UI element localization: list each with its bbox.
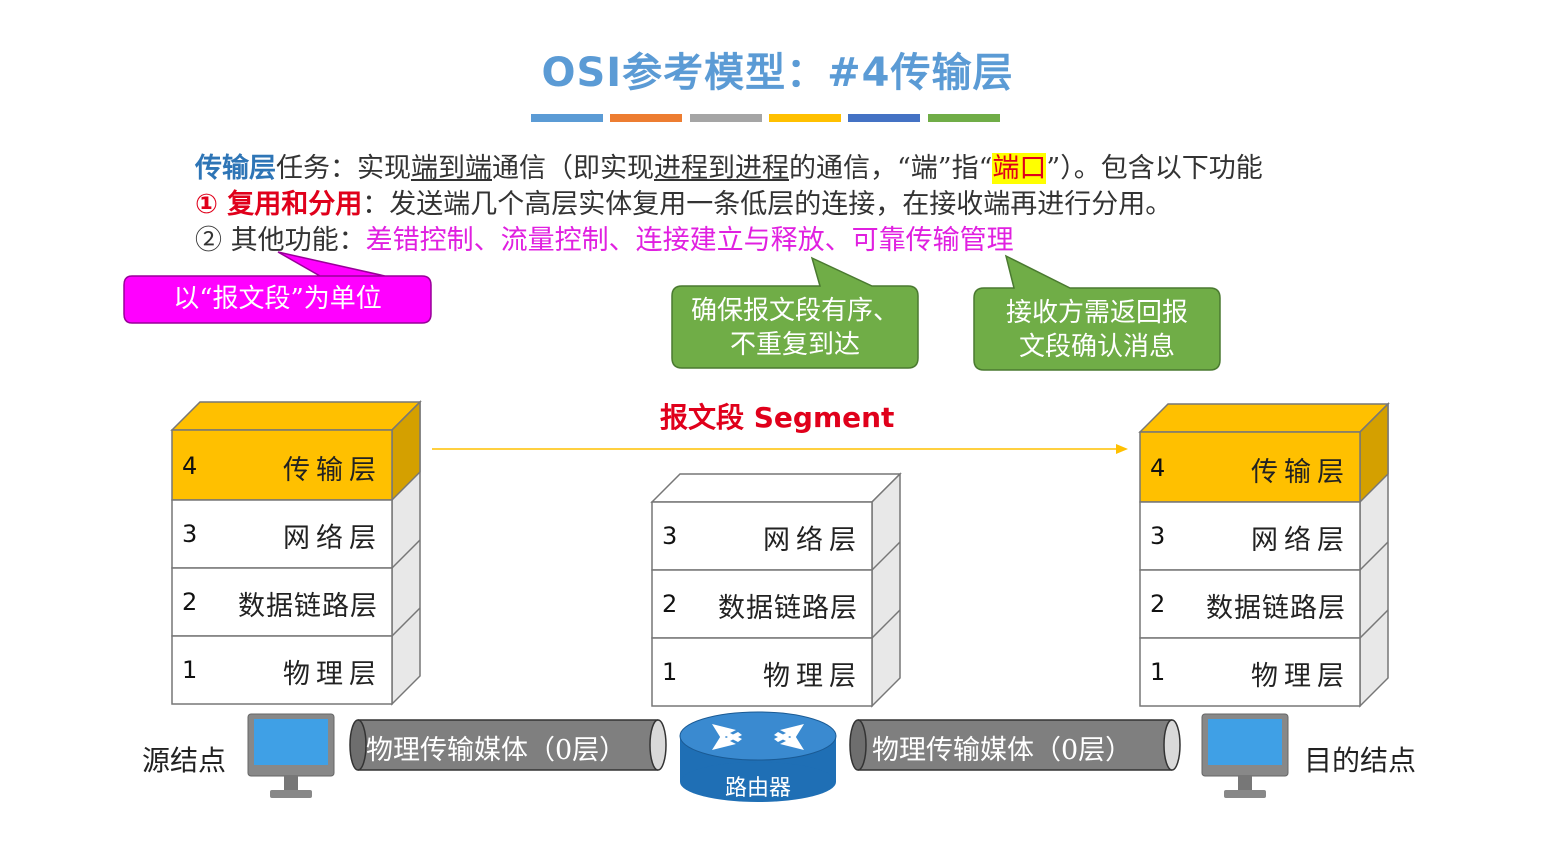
page-title: OSI参考模型：#4传输层 <box>541 50 1014 96</box>
item2-label: ② 其他功能： <box>195 225 366 256</box>
source-layer4-num: 4 <box>182 452 198 480</box>
dest-layer4-name: 传输层 <box>1251 457 1350 488</box>
right-media-label: 物理传输媒体（0层） <box>872 735 1133 766</box>
color-bar-orange <box>610 114 682 122</box>
router-layer1-name: 物理层 <box>763 661 862 692</box>
dest-layer3-num: 3 <box>1150 522 1166 550</box>
source-layer3-num: 3 <box>182 520 198 548</box>
callout-segment-unit <box>123 251 432 324</box>
color-bar-blue <box>531 114 603 122</box>
intro-text-1: 任务：实现 <box>276 153 411 184</box>
intro-process-to-process: 进程到进程 <box>654 153 789 184</box>
color-bar-darkblue <box>848 114 920 122</box>
source-layer1-name: 物理层 <box>283 659 382 690</box>
dest-layer4-num: 4 <box>1150 454 1166 482</box>
dest-layer2-name: 数据链路层 <box>1206 593 1346 624</box>
source-stack <box>170 400 422 706</box>
dest-layer2-num: 2 <box>1150 590 1166 618</box>
router-arrows-icon <box>712 724 804 750</box>
item1-line: ① 复用和分用：发送端几个高层实体复用一条低层的连接，在接收端再进行分用。 <box>195 182 1172 221</box>
intro-port-highlight: 端口 <box>992 153 1047 184</box>
callout-ordered-text: 确保报文段有序、 不重复到达 <box>672 294 918 362</box>
color-bar-gray <box>690 114 762 122</box>
callout-ack-line2: 文段确认消息 <box>1018 332 1175 362</box>
transport-layer-term: 传输层 <box>195 153 276 184</box>
destination-stack <box>1138 402 1390 708</box>
source-node-label: 源结点 <box>142 744 227 777</box>
source-layer2-name: 数据链路层 <box>238 591 378 622</box>
source-layer3-name: 网络层 <box>283 523 382 554</box>
callout-ordered-line2: 不重复到达 <box>729 330 860 360</box>
intro-text-5: 的通信，“端”指“ <box>789 153 993 184</box>
router-layer3-num: 3 <box>662 522 678 550</box>
router-stack <box>650 472 902 708</box>
source-computer-icon <box>247 713 335 798</box>
callout-ack <box>973 254 1221 371</box>
callout-segment-unit-text: 以“报文段”为单位 <box>173 284 382 314</box>
source-layer2-num: 2 <box>182 588 198 616</box>
router-label: 路由器 <box>724 776 791 801</box>
left-media-cylinder <box>349 719 667 771</box>
intro-line: 传输层任务：实现端到端通信（即实现进程到进程的通信，“端”指“端口”）。包含以下… <box>195 146 1263 185</box>
item1-text: ：发送端几个高层实体复用一条低层的连接，在接收端再进行分用。 <box>362 189 1173 220</box>
source-layer1-num: 1 <box>182 656 198 684</box>
callout-ack-line1: 接收方需返回报 <box>1005 298 1188 328</box>
dest-layer1-num: 1 <box>1150 658 1166 686</box>
router-layer2-name: 数据链路层 <box>718 593 858 624</box>
color-bar-green <box>928 114 1000 122</box>
destination-node-label: 目的结点 <box>1304 744 1417 777</box>
color-bar-yellow <box>769 114 841 122</box>
segment-arrow <box>432 444 1128 454</box>
intro-text-7: ”）。包含以下功能 <box>1046 153 1263 184</box>
item1-label: ① 复用和分用 <box>195 189 363 220</box>
dest-layer1-name: 物理层 <box>1251 661 1350 692</box>
callout-ordered-line1: 确保报文段有序、 <box>690 296 899 326</box>
router-layer2-num: 2 <box>662 590 678 618</box>
dest-layer3-name: 网络层 <box>1251 525 1350 556</box>
callout-ack-text: 接收方需返回报 文段确认消息 <box>974 296 1220 364</box>
callout-ordered <box>671 256 919 369</box>
source-layer4-name: 传输层 <box>283 455 382 486</box>
router-layer1-num: 1 <box>662 658 678 686</box>
router-layer3-name: 网络层 <box>763 525 862 556</box>
item2-text: 差错控制、流量控制、连接建立与释放、可靠传输管理 <box>365 225 1014 256</box>
right-media-cylinder <box>849 719 1181 771</box>
destination-computer-icon <box>1201 713 1289 798</box>
item2-line: ② 其他功能：差错控制、流量控制、连接建立与释放、可靠传输管理 <box>195 218 1014 257</box>
left-media-label: 物理传输媒体（0层） <box>366 735 627 766</box>
router-icon <box>679 711 837 802</box>
intro-end-to-end: 端到端 <box>411 153 492 184</box>
segment-label: 报文段 Segment <box>660 401 895 434</box>
intro-text-3: 通信（即实现 <box>492 153 654 184</box>
